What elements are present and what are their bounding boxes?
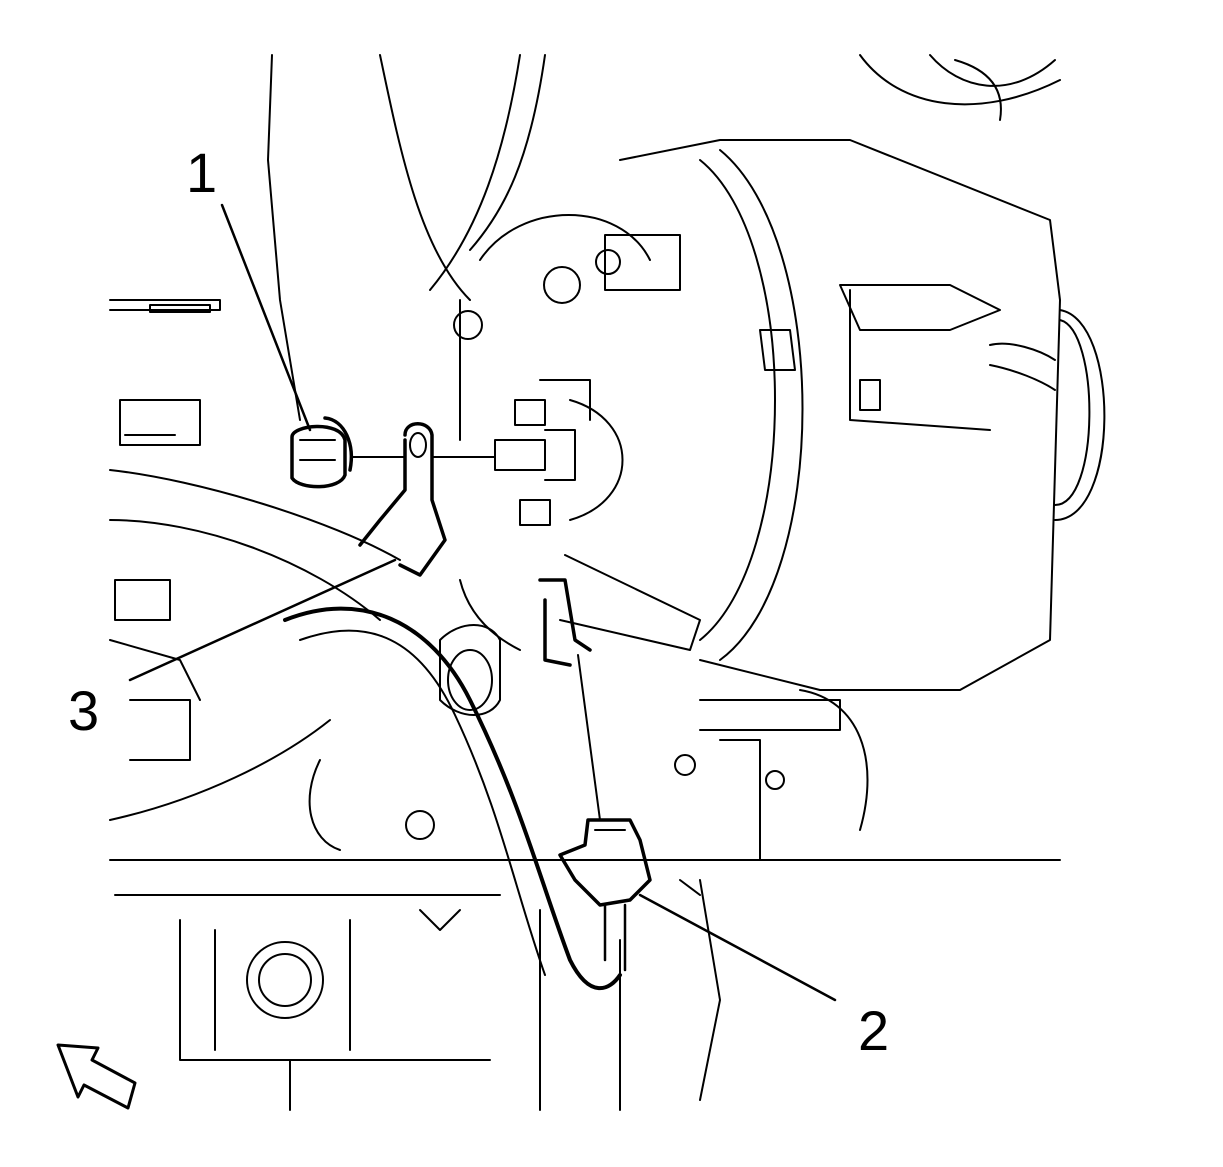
engine-block-outline [109, 54, 1106, 1111]
leader-line-2 [638, 893, 837, 1002]
callout-label-3: 3 [68, 679, 100, 742]
leader-line-1 [220, 203, 312, 432]
leader-lines [128, 203, 837, 1002]
electrical-connector-part [538, 578, 652, 972]
alignment-lines [351, 456, 601, 821]
ground-terminal-part [358, 422, 447, 577]
nut-part [290, 416, 353, 489]
callout-label-2: 2 [858, 999, 890, 1062]
leader-line-3 [128, 558, 397, 682]
wiring-harness [283, 606, 622, 991]
stud-part [494, 429, 576, 481]
forward-direction-arrow-icon [56, 1043, 137, 1110]
callout-label-1: 1 [186, 141, 218, 204]
